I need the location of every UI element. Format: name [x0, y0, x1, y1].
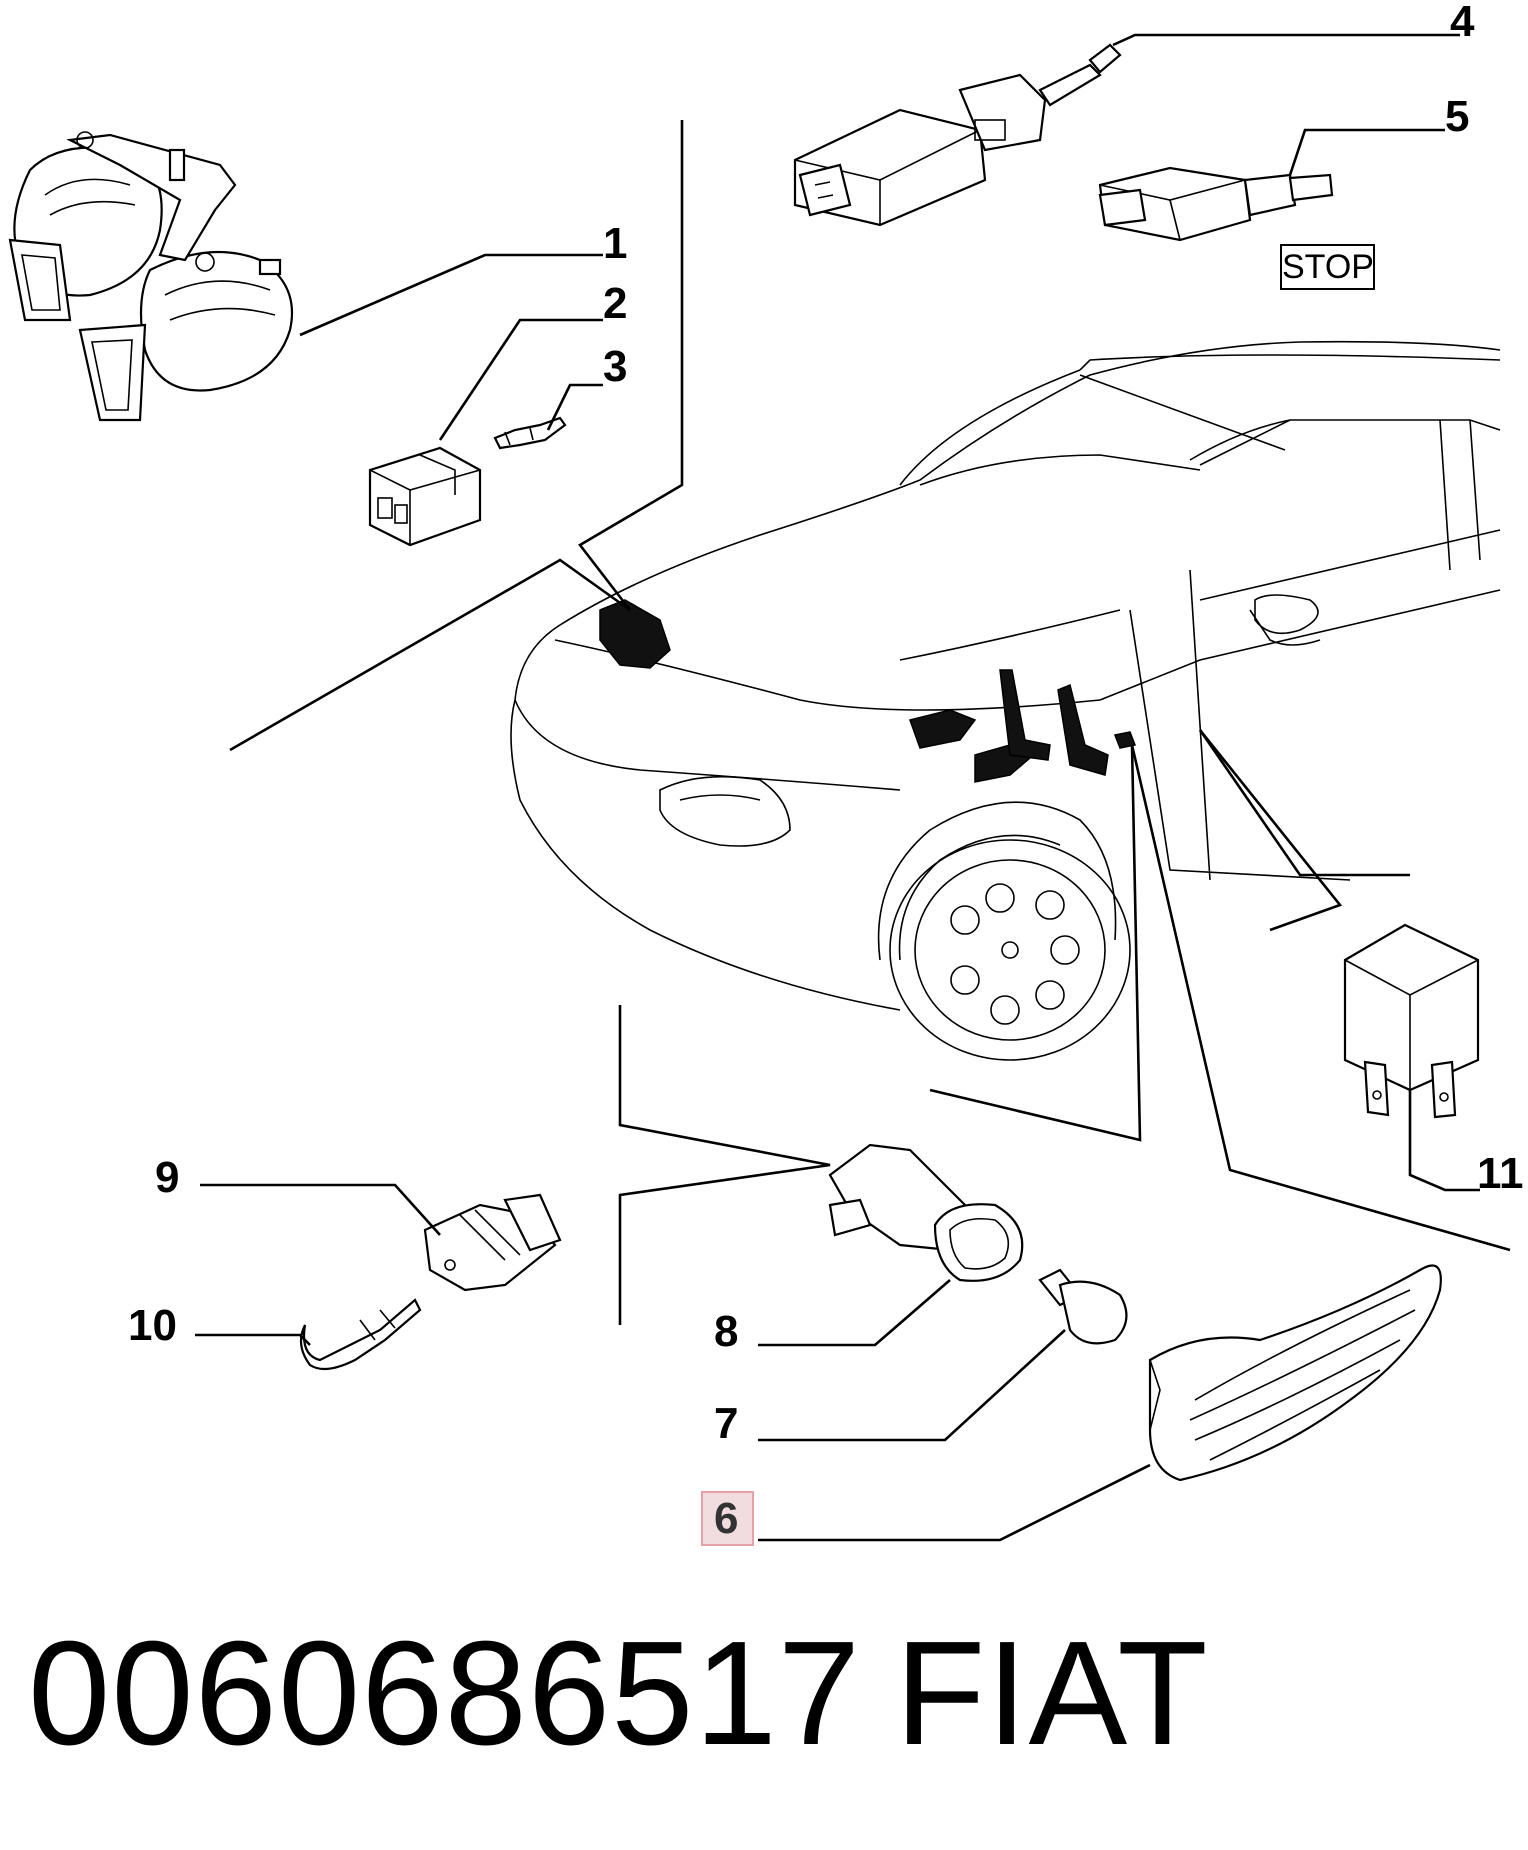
callout-label-7: 7 — [714, 1399, 739, 1448]
callout-label-2: 2 — [603, 279, 628, 328]
highlight-box — [701, 1491, 754, 1546]
callout-label-10: 10 — [128, 1301, 177, 1350]
brand-name: FIAT — [895, 1611, 1209, 1776]
switch-part-4 — [793, 43, 1122, 227]
terminal-part-3 — [493, 416, 567, 450]
relay-part-11 — [1343, 923, 1480, 1119]
side-repeater-part-6 — [1148, 1264, 1442, 1482]
bulb-part-7 — [1038, 1268, 1128, 1345]
connector-part-2 — [368, 446, 482, 547]
callout-label-11: 11 — [1477, 1149, 1524, 1198]
car-outline — [510, 340, 1501, 1061]
horn-part — [8, 131, 294, 422]
callout-label-9: 9 — [155, 1153, 180, 1202]
leader-lines — [195, 33, 1511, 1542]
switch-part-5 — [1098, 166, 1334, 242]
stop-tag: STOP — [1280, 244, 1375, 290]
connector-part-9 — [423, 1193, 562, 1292]
terminal-part-10 — [299, 1298, 422, 1371]
callout-label-6: 6 — [714, 1494, 739, 1543]
callout-label-4: 4 — [1450, 0, 1475, 46]
part-number: 0060686517 — [28, 1611, 862, 1776]
callout-label-5: 5 — [1445, 92, 1470, 141]
callout-label-1: 1 — [603, 219, 628, 268]
callout-label-3: 3 — [603, 342, 628, 391]
bulb-holder-part-8 — [828, 1143, 1024, 1282]
callout-label-8: 8 — [714, 1307, 739, 1356]
